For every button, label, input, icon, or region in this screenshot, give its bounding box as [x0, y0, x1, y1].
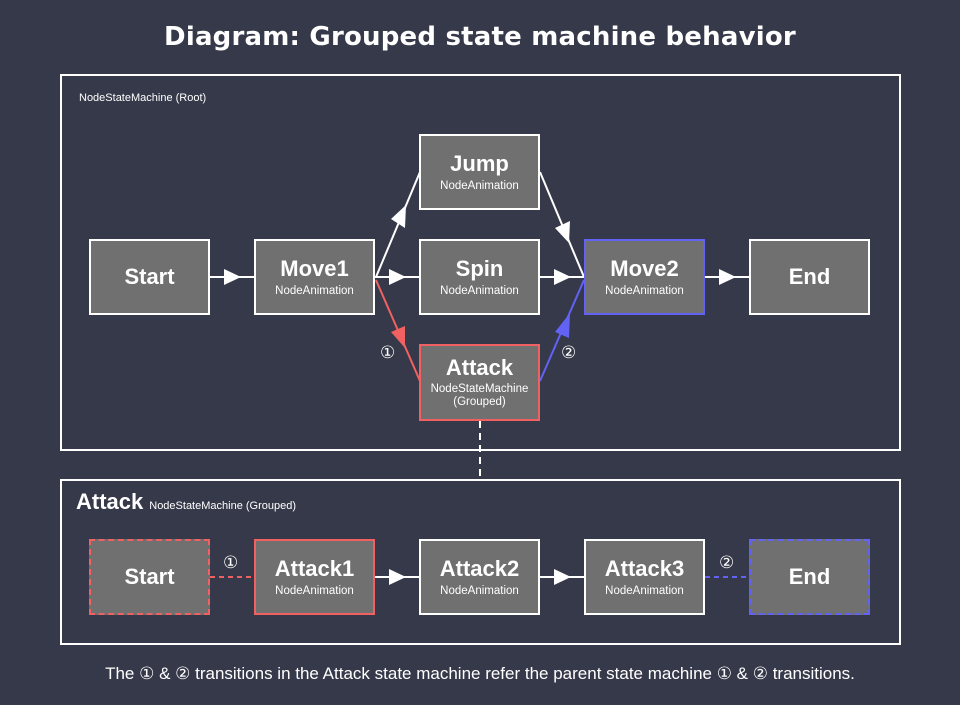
- edge-jump-move2: [539, 171, 585, 278]
- group-node-start[interactable]: Start: [89, 539, 210, 615]
- node-name: Spin: [455, 255, 504, 281]
- arrowhead: [224, 269, 241, 285]
- arrowhead: [391, 205, 406, 228]
- node-type-group: (Grouped): [453, 396, 506, 408]
- group-node-attack2[interactable]: Attack2 NodeAnimation: [419, 539, 540, 615]
- edge-move1-jump: [375, 171, 421, 278]
- root-node-jump[interactable]: Jump NodeAnimation: [419, 134, 540, 210]
- node-name: Move2: [610, 255, 679, 281]
- edge-spin-move2: [540, 269, 585, 285]
- node-type: NodeAnimation: [440, 584, 519, 597]
- transition-label-2: ②: [561, 343, 577, 363]
- edge-attack-move2: [539, 279, 585, 382]
- node-name: Start: [124, 264, 175, 289]
- node-type: NodeAnimation: [605, 284, 684, 297]
- node-name: Attack2: [439, 555, 520, 581]
- edge-attack2-attack3: [540, 569, 585, 585]
- edge-move1-attack: [375, 279, 421, 382]
- root-node-move2[interactable]: Move2 NodeAnimation: [584, 239, 705, 315]
- arrowhead: [555, 221, 570, 243]
- node-name: Attack1: [274, 555, 355, 581]
- group-node-end[interactable]: End: [749, 539, 870, 615]
- arrowhead: [389, 569, 406, 585]
- arrowhead: [719, 269, 736, 285]
- edge-move1-spin: [375, 269, 420, 285]
- root-node-attack[interactable]: Attack NodeStateMachine (Grouped): [419, 344, 540, 421]
- node-name: Attack: [445, 355, 514, 380]
- root-panel-caption: NodeStateMachine (Root): [79, 92, 207, 104]
- edge-start-move1: [210, 269, 255, 285]
- arrowhead: [555, 313, 570, 338]
- edge-attack1-attack2: [375, 569, 420, 585]
- arrowhead: [389, 269, 406, 285]
- transition-label-1: ①: [380, 343, 396, 363]
- node-name: Move1: [280, 255, 349, 281]
- footer-note: The ① & ② transitions in the Attack stat…: [105, 664, 855, 683]
- node-type: NodeAnimation: [440, 179, 519, 192]
- node-name: Start: [124, 564, 175, 589]
- group-panel-caption: Attack NodeStateMachine (Grouped): [76, 489, 296, 515]
- node-name: Attack3: [604, 555, 685, 581]
- arrowhead: [391, 326, 405, 348]
- root-node-end[interactable]: End: [749, 239, 870, 315]
- group-panel-title: Attack: [76, 489, 144, 514]
- node-name: End: [788, 564, 831, 589]
- group-transition-label-1: ①: [223, 553, 239, 573]
- node-type: NodeStateMachine: [430, 383, 529, 395]
- node-name: Jump: [450, 150, 509, 176]
- node-type: NodeAnimation: [605, 584, 684, 597]
- root-node-spin[interactable]: Spin NodeAnimation: [419, 239, 540, 315]
- node-type: NodeAnimation: [275, 284, 354, 297]
- group-node-attack3[interactable]: Attack3 NodeAnimation: [584, 539, 705, 615]
- group-node-attack1[interactable]: Attack1 NodeAnimation: [254, 539, 375, 615]
- arrowhead: [554, 269, 571, 285]
- node-name: End: [788, 264, 831, 289]
- group-transition-label-2: ②: [719, 553, 735, 573]
- arrowhead: [554, 569, 571, 585]
- group-panel-subtitle: NodeStateMachine (Grouped): [149, 500, 296, 512]
- node-type: NodeAnimation: [440, 284, 519, 297]
- node-type: NodeAnimation: [275, 584, 354, 597]
- attack-group-panel: Attack NodeStateMachine (Grouped): [60, 479, 901, 645]
- root-node-move1[interactable]: Move1 NodeAnimation: [254, 239, 375, 315]
- root-node-start[interactable]: Start: [89, 239, 210, 315]
- edge-move2-end: [705, 269, 750, 285]
- diagram-title: Diagram: Grouped state machine behavior: [164, 22, 796, 52]
